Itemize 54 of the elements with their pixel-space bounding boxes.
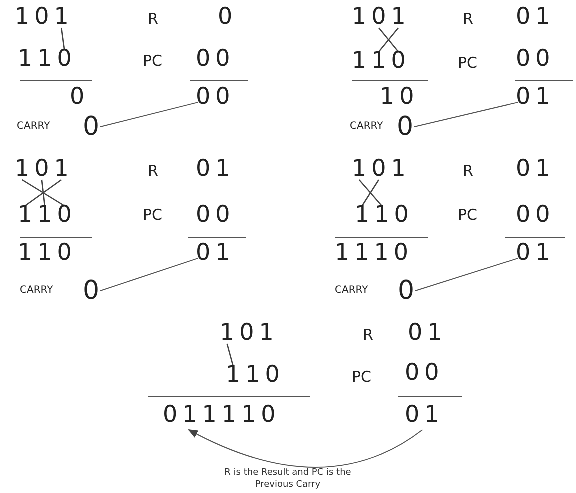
multiplier-digits: 110 (352, 50, 411, 73)
result-digits: 0 (218, 6, 238, 29)
result-label: R (463, 164, 474, 179)
previous-carry-label: PC (458, 208, 478, 223)
previous-carry-digits: 00 (196, 204, 236, 227)
carry-digit: 0 (397, 114, 414, 140)
multiplicand-digits: 101 (15, 158, 74, 181)
partial-product-digits: 110 (18, 242, 77, 265)
carry-label: CARRY (17, 122, 50, 132)
multiplicand-digits: 101 (15, 6, 74, 29)
result-label: R (148, 12, 158, 27)
previous-carry-digits: 00 (516, 48, 556, 71)
connector-line (100, 102, 198, 128)
carry-digit: 0 (83, 114, 100, 140)
carry-digit: 0 (398, 278, 415, 304)
previous-carry-label: PC (143, 208, 163, 223)
carry-digit: 0 (83, 278, 100, 304)
carry-sum-digits: 01 (405, 404, 444, 427)
carry-label: CARRY (20, 286, 54, 296)
partial-product-digits: 1110 (335, 242, 414, 265)
multiplicand-digits: 101 (352, 158, 411, 181)
multiplicand-digits: 101 (220, 322, 279, 345)
multiplier-digits: 110 (18, 48, 77, 71)
result-label: R (463, 12, 474, 27)
previous-carry-digits: 00 (196, 48, 236, 71)
multiplier-digits: 110 (355, 204, 414, 227)
carry-label: CARRY (335, 286, 368, 296)
multiplier-digits: 110 (226, 364, 285, 387)
carry-sum-digits: 01 (516, 86, 556, 109)
multiplier-digits: 110 (18, 204, 77, 227)
carry-sum-digits: 01 (196, 242, 236, 265)
carry-sum-digits: 00 (196, 86, 236, 109)
result-label: R (148, 164, 158, 179)
result-digits: 01 (516, 158, 556, 181)
result-digits: 01 (196, 158, 236, 181)
carry-sum-digits: 01 (516, 242, 556, 265)
multiplicand-digits: 101 (352, 6, 411, 29)
connector-line (414, 102, 518, 128)
connector-line (100, 258, 198, 292)
caption: R is the Result and PC is the Previous Carry (224, 468, 352, 492)
previous-carry-label: PC (352, 370, 372, 385)
arrow (188, 430, 424, 468)
carry-label: CARRY (350, 122, 384, 132)
result-label: R (363, 328, 374, 343)
partial-product-digits: 0 (70, 86, 90, 109)
partial-product-digits: 10 (380, 86, 420, 109)
result-digits: 01 (516, 6, 556, 29)
final-product-digits: 011110 (163, 404, 281, 427)
connector-line (415, 258, 518, 292)
previous-carry-label: PC (458, 56, 478, 71)
previous-carry-label: PC (143, 54, 163, 69)
previous-carry-digits: 00 (516, 204, 556, 227)
result-digits: 01 (408, 322, 448, 345)
previous-carry-digits: 00 (405, 362, 444, 385)
